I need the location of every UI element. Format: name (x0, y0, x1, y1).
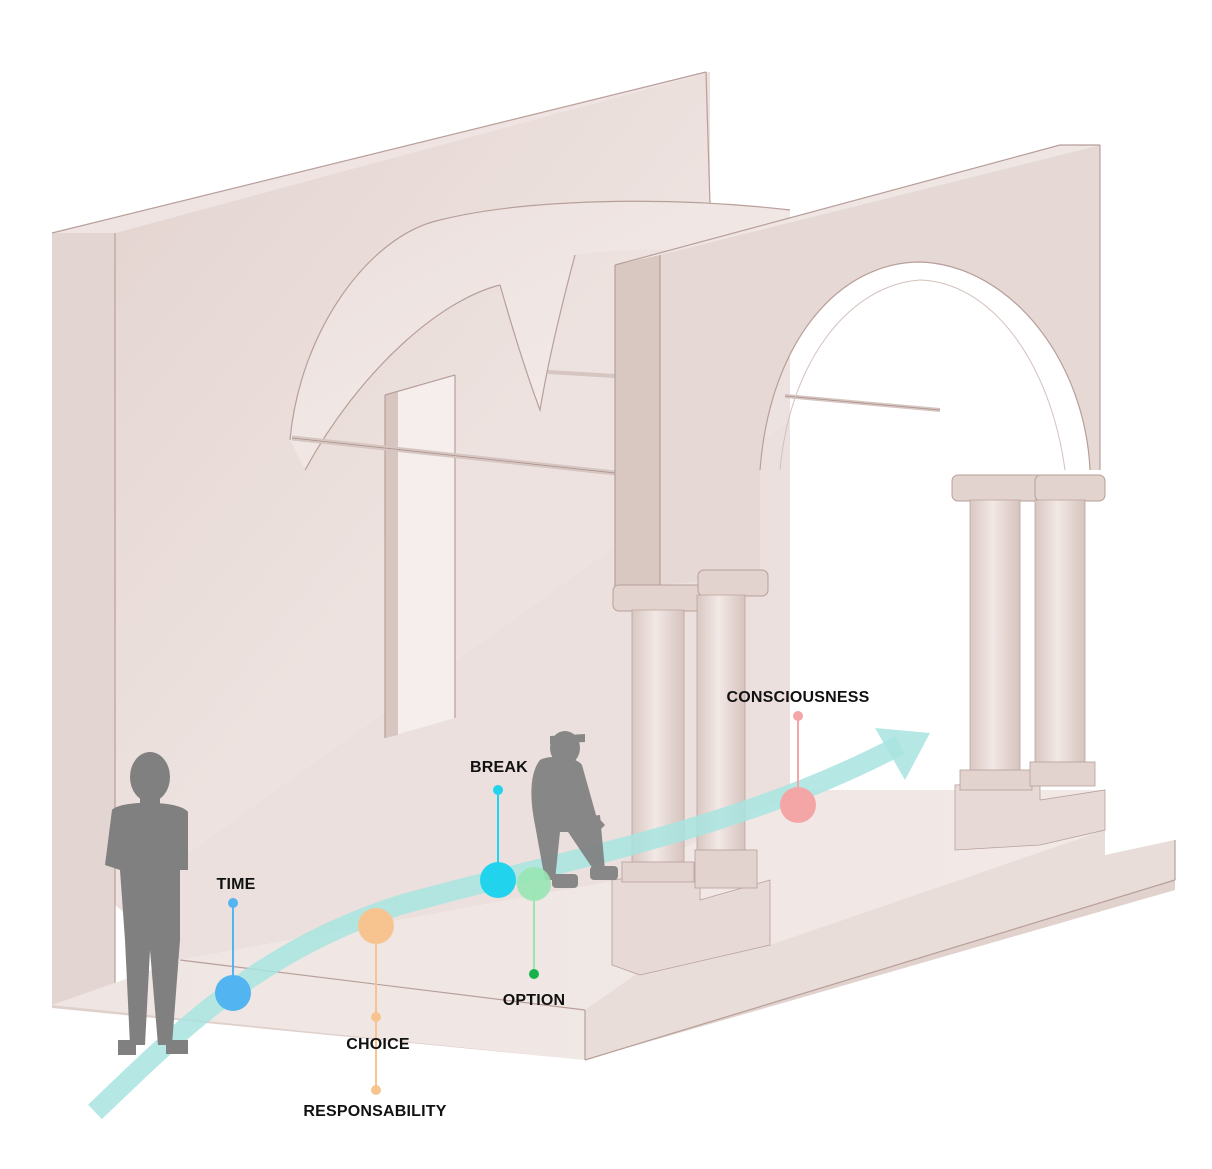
choice-dot (371, 1012, 381, 1022)
column-capitals (612, 474, 1106, 612)
label-consciousness: CONSCIOUSNESS (726, 689, 869, 706)
front-arcade (614, 144, 1101, 590)
label-break: BREAK (470, 759, 528, 776)
wall-window (384, 374, 456, 738)
consciousness-node (780, 787, 816, 823)
marker-time: TIME (215, 876, 255, 1011)
standing-person-silhouette (105, 752, 188, 1055)
sitting-person-silhouette (531, 731, 618, 888)
journey-path (88, 728, 930, 1120)
column-bases (611, 761, 1106, 976)
marker-choice: CHOICE RESPONSABILITY (303, 908, 447, 1120)
option-node (517, 867, 551, 901)
responsability-dot (371, 1085, 381, 1095)
tie-rods (291, 370, 941, 476)
consciousness-dot (793, 711, 803, 721)
path-arrowhead (875, 728, 930, 780)
label-responsability: RESPONSABILITY (303, 1103, 446, 1120)
option-dot (529, 969, 539, 979)
label-choice: CHOICE (346, 1036, 410, 1053)
time-dot (228, 898, 238, 908)
groin-vault (289, 200, 791, 471)
marker-option: OPTION (503, 867, 566, 1009)
break-node (480, 862, 516, 898)
break-dot (493, 785, 503, 795)
marker-consciousness: CONSCIOUSNESS (726, 689, 869, 823)
label-time: TIME (216, 876, 255, 893)
choice-node (358, 908, 394, 944)
label-option: OPTION (503, 992, 566, 1009)
marker-break: BREAK (470, 759, 528, 898)
time-node (215, 975, 251, 1011)
